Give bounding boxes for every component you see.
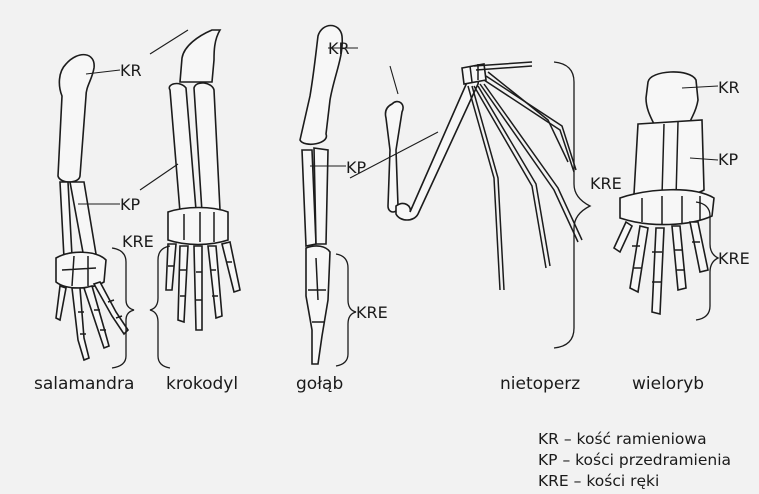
bat-limb <box>385 62 582 290</box>
salamander-digit-2 <box>72 288 89 360</box>
pigeon-limb <box>300 26 342 365</box>
bat-forearm <box>396 77 478 220</box>
bat-digit-thumb <box>474 62 532 70</box>
label-kp-whale: KP <box>718 152 738 168</box>
bat-digit-5 <box>484 76 576 172</box>
crocodile-digit-5 <box>222 242 240 292</box>
whale-limb <box>614 72 714 314</box>
crocodile-digit-2 <box>178 246 188 322</box>
caption-nietoperz: nietoperz <box>500 376 580 393</box>
caption-krokodyl: krokodyl <box>166 376 238 393</box>
bat-wrist <box>462 64 486 84</box>
label-kp-pigeon: KP <box>346 160 366 176</box>
label-kp-salamander: KP <box>120 197 140 213</box>
caption-wieloryb: wieloryb <box>632 376 704 393</box>
brace-bat-kre <box>554 62 590 348</box>
salamander-limb <box>56 55 128 360</box>
salamander-radius <box>60 182 72 258</box>
crocodile-wrist <box>168 208 228 245</box>
whale-digit-5 <box>690 222 708 272</box>
bat-digit-2 <box>468 86 504 290</box>
crocodile-radius <box>169 84 196 218</box>
label-kr-whale: KR <box>718 80 740 96</box>
bat-digit-4 <box>480 84 582 242</box>
brace-pigeon-kre <box>336 254 356 366</box>
label-kre-salamander: KRE <box>122 234 154 250</box>
whale-humerus <box>646 72 698 124</box>
salamander-ulna <box>70 182 96 258</box>
legend-item-kre: KRE – kości ręki <box>538 474 659 490</box>
label-kre-pigeon: KRE <box>356 305 388 321</box>
salamander-digit-1 <box>56 286 66 320</box>
crocodile-humerus-top <box>180 30 220 82</box>
whale-digit-2 <box>630 226 648 292</box>
whale-digit-1 <box>614 222 632 252</box>
label-kre-bat: KRE <box>590 176 622 192</box>
legend-item-kp: KP – kości przedramienia <box>538 453 731 469</box>
whale-digit-3 <box>652 228 664 314</box>
caption-golab: gołąb <box>296 376 343 393</box>
pigeon-ulna <box>314 148 328 244</box>
crocodile-digit-3 <box>194 246 202 330</box>
label-kr-pigeon: KR <box>328 41 350 57</box>
crocodile-ulna <box>194 83 220 217</box>
crocodile-digit-4 <box>208 246 222 318</box>
label-kr-salamander: KR <box>120 63 142 79</box>
caption-salamandra: salamandra <box>34 376 134 393</box>
label-kre-whale: KRE <box>718 251 759 267</box>
legend-item-kr: KR – kość ramieniowa <box>538 432 707 448</box>
crocodile-limb <box>166 30 240 330</box>
bat-humerus <box>385 102 403 212</box>
whale-digit-4 <box>672 226 686 290</box>
pigeon-hand <box>306 246 330 364</box>
brace-salamander-kre <box>112 248 134 368</box>
crocodile-digit-1 <box>166 244 176 290</box>
